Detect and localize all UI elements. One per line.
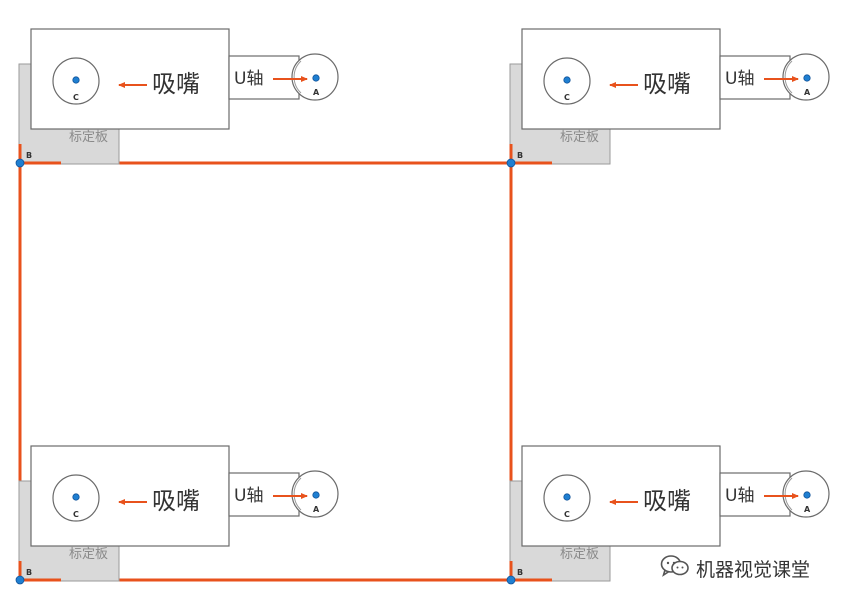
plate-label: 标定板 [560,130,599,145]
point-a-label: A [313,505,320,514]
unit-top-left: 标定板 吸嘴 U轴 C A B [16,29,338,167]
point-c-label: C [564,510,570,519]
u-axis-label: U轴 [234,69,263,89]
plate-label: 标定板 [69,547,108,562]
point-b-label: B [517,151,523,160]
point-b-label: B [26,151,32,160]
nozzle-label: 吸嘴 [643,487,691,515]
unit-bottom-left: 标定板 吸嘴 U轴 C A B [16,446,338,584]
point-c-label: C [73,93,79,102]
u-axis-label: U轴 [234,486,263,506]
plate-label: 标定板 [69,130,108,145]
watermark-text: 机器视觉课堂 [696,558,811,581]
watermark: 机器视觉课堂 [660,553,810,583]
point-b-label: B [517,568,523,577]
nozzle-label: 吸嘴 [152,487,200,515]
unit-bottom-right: 标定板 吸嘴 U轴 C A B [507,446,829,584]
point-c-label: C [73,510,79,519]
point-a-label: A [804,505,811,514]
u-axis-label: U轴 [725,486,754,506]
point-b-label: B [26,568,32,577]
point-a-label: A [313,88,320,97]
point-c-label: C [564,93,570,102]
nozzle-label: 吸嘴 [152,70,200,98]
unit-top-right: 标定板 吸嘴 U轴 C A B [507,29,829,167]
plate-label: 标定板 [560,547,599,562]
u-axis-label: U轴 [725,69,754,89]
wechat-icon [660,554,690,582]
nozzle-label: 吸嘴 [643,70,691,98]
point-a-label: A [804,88,811,97]
